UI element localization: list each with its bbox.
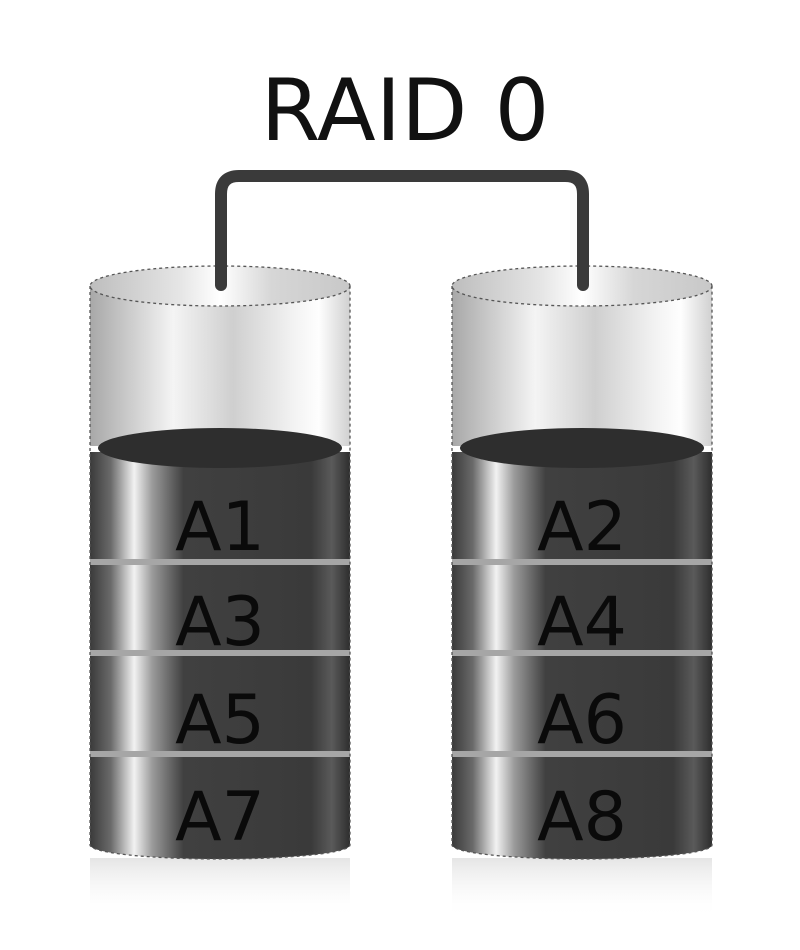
disk-2: A2 A4 A6 A8 bbox=[451, 265, 713, 918]
diagram-title: RAID 0 bbox=[261, 61, 550, 161]
disk-1-empty-space bbox=[90, 286, 350, 446]
block-label: A6 bbox=[537, 681, 627, 760]
disk-1-block-3: A5 bbox=[90, 656, 350, 760]
block-label: A8 bbox=[537, 778, 627, 857]
disk-1-reflection bbox=[90, 858, 350, 918]
disk-2-block-1: A2 bbox=[452, 452, 712, 567]
disk-1-data-surface bbox=[98, 428, 342, 468]
disk-1-block-1: A1 bbox=[90, 452, 350, 567]
disk-2-block-3: A6 bbox=[452, 656, 712, 760]
block-label: A1 bbox=[175, 488, 265, 567]
disk-2-outline bbox=[451, 286, 713, 860]
disk-1-outline bbox=[89, 286, 351, 860]
disk-1-block-2: A3 bbox=[90, 565, 350, 662]
disk-1-block-4: A7 bbox=[90, 757, 350, 859]
block-label: A5 bbox=[175, 681, 265, 760]
disk-2-block-4: A8 bbox=[452, 757, 712, 859]
connector-line bbox=[215, 170, 589, 291]
block-label: A7 bbox=[175, 778, 265, 857]
block-label: A2 bbox=[537, 488, 627, 567]
disk-2-data-surface bbox=[460, 428, 704, 468]
disk-2-empty-space bbox=[452, 286, 712, 446]
disk-1: A1 A3 A5 A7 bbox=[89, 265, 351, 918]
disk-2-block-2: A4 bbox=[452, 565, 712, 662]
block-label: A3 bbox=[175, 583, 265, 662]
block-label: A4 bbox=[537, 583, 627, 662]
disk-2-reflection bbox=[452, 858, 712, 918]
